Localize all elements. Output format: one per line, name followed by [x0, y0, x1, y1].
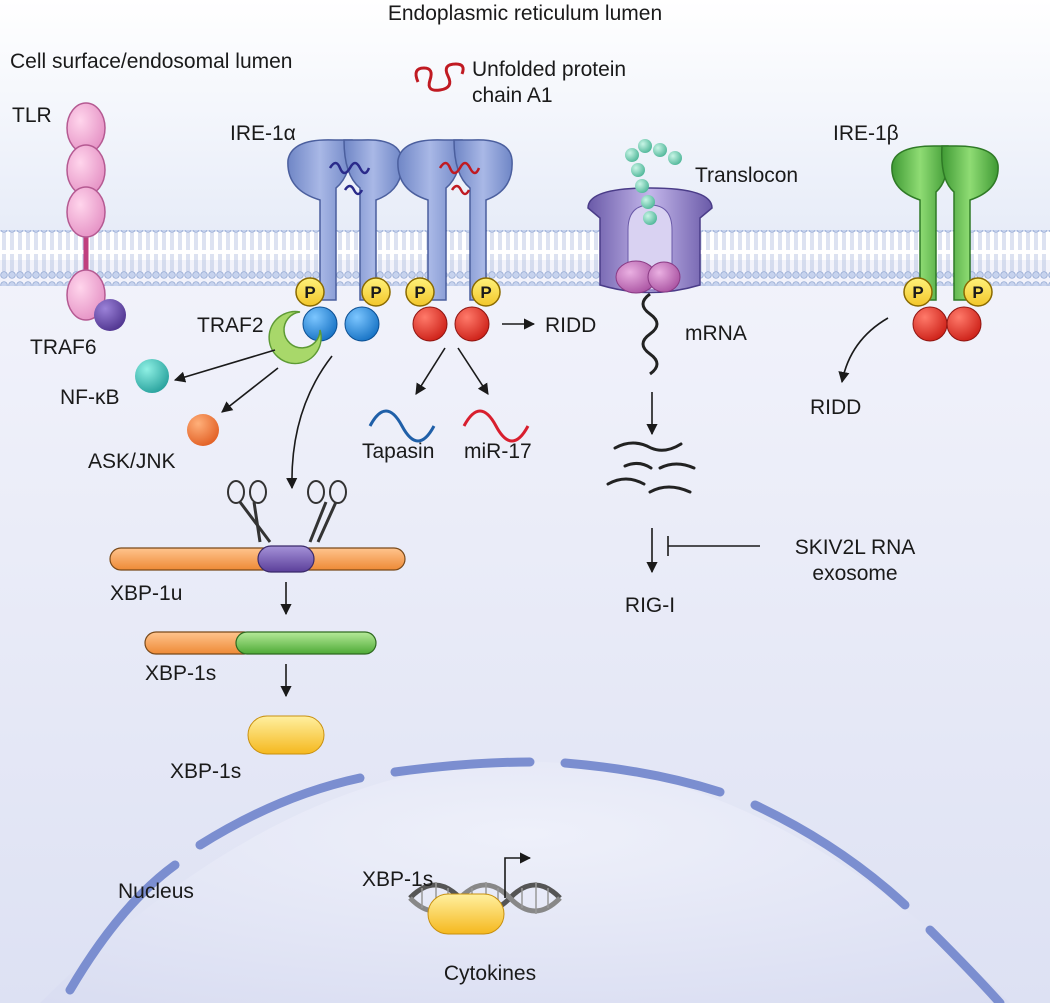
label-tapasin: Tapasin	[362, 440, 434, 463]
xbp1s-protein-bound	[427, 893, 505, 935]
svg-text:P: P	[414, 283, 425, 302]
svg-text:P: P	[304, 283, 315, 302]
phospho-group: P	[963, 277, 993, 307]
xbp1s-protein	[247, 715, 325, 755]
label-skiv2l-2: exosome	[812, 562, 897, 585]
arrow-traf2-nfkb	[173, 349, 276, 383]
ire1a-dimer-left	[287, 139, 403, 301]
label-cell-surface: Cell surface/endosomal lumen	[10, 50, 292, 73]
label-xbp1u: XBP-1u	[110, 582, 182, 605]
label-nfkb: NF-κB	[60, 386, 120, 409]
label-mrna: mRNA	[685, 322, 747, 345]
unfolded-protein-icon	[414, 62, 465, 92]
ire1a-kinase-blue-2	[344, 306, 380, 342]
arrow-ire1a-mir17	[457, 347, 489, 395]
label-ire1b: IRE-1β	[833, 122, 899, 145]
svg-text:P: P	[480, 283, 491, 302]
mrna-strand	[641, 292, 659, 376]
ire1a-kinase-red-1	[412, 306, 448, 342]
mir17-icon	[462, 409, 530, 443]
ire1a-dimer-right	[397, 139, 513, 301]
label-ire1a: IRE-1α	[230, 122, 296, 145]
translocon	[587, 139, 713, 294]
label-traf6: TRAF6	[30, 336, 97, 359]
label-traf2: TRAF2	[197, 314, 264, 337]
skiv2l-inhibition	[667, 536, 760, 556]
nucleus-region	[40, 761, 1010, 1003]
svg-text:P: P	[972, 283, 983, 302]
arrow-ire1b-ridd	[838, 317, 889, 384]
label-ask-jnk: ASK/JNK	[88, 450, 176, 473]
ask-jnk-protein	[187, 414, 219, 446]
arrow-traf2-ask	[221, 367, 279, 413]
label-nucleus: Nucleus	[118, 880, 194, 903]
tlr-receptor	[66, 102, 106, 321]
label-skiv2l-1: SKIV2L RNA	[795, 536, 916, 559]
ire1b-kinase-1	[912, 306, 948, 342]
nfkb-protein	[135, 359, 169, 393]
label-rigi: RIG-I	[625, 594, 675, 617]
scissors-icon	[227, 480, 272, 543]
ire1a-kinase-red-2	[454, 306, 490, 342]
xbp1s-bar-green	[235, 631, 377, 655]
label-ridd-ire1a: RIDD	[545, 314, 596, 337]
phospho-group: P	[295, 277, 325, 307]
traf6-protein	[94, 299, 126, 331]
phospho-group: P	[361, 277, 391, 307]
label-er-lumen: Endoplasmic reticulum lumen	[388, 2, 662, 25]
transcription-start-arrow	[504, 852, 532, 898]
nuclear-envelope	[65, 757, 1005, 1003]
label-ridd-ire1b: RIDD	[810, 396, 861, 419]
label-translocon: Translocon	[695, 164, 798, 187]
label-mir17: miR-17	[464, 440, 532, 463]
label-xbp1s-nucleus: XBP-1s	[362, 868, 433, 891]
scissors-icon	[307, 480, 347, 543]
ire1b-kinase-2	[946, 306, 982, 342]
phospho-group: P	[903, 277, 933, 307]
arrow-ire1a-tapasin	[415, 347, 446, 395]
pathway-arrows	[173, 317, 889, 698]
label-xbp1s-protein: XBP-1s	[170, 760, 241, 783]
rna-fragments	[606, 441, 696, 494]
label-tlr: TLR	[12, 104, 52, 127]
xbp1u-intron	[257, 545, 315, 573]
phospho-group: P	[405, 277, 435, 307]
svg-text:P: P	[370, 283, 381, 302]
er-membrane	[0, 230, 1050, 286]
arrow-ire1a-xbp1	[286, 355, 333, 490]
label-unfolded-protein-2: chain A1	[472, 84, 553, 107]
label-xbp1s-bar: XBP-1s	[145, 662, 216, 685]
ire1b-receptor	[891, 145, 999, 301]
svg-text:P: P	[912, 283, 923, 302]
er-lumen-region	[0, 0, 1050, 232]
tapasin-mrna-icon	[368, 409, 436, 443]
label-unfolded-protein-1: Unfolded protein	[472, 58, 626, 81]
phospho-group: P	[471, 277, 501, 307]
traf2-protein	[268, 310, 322, 365]
label-cytokines: Cytokines	[444, 962, 536, 985]
